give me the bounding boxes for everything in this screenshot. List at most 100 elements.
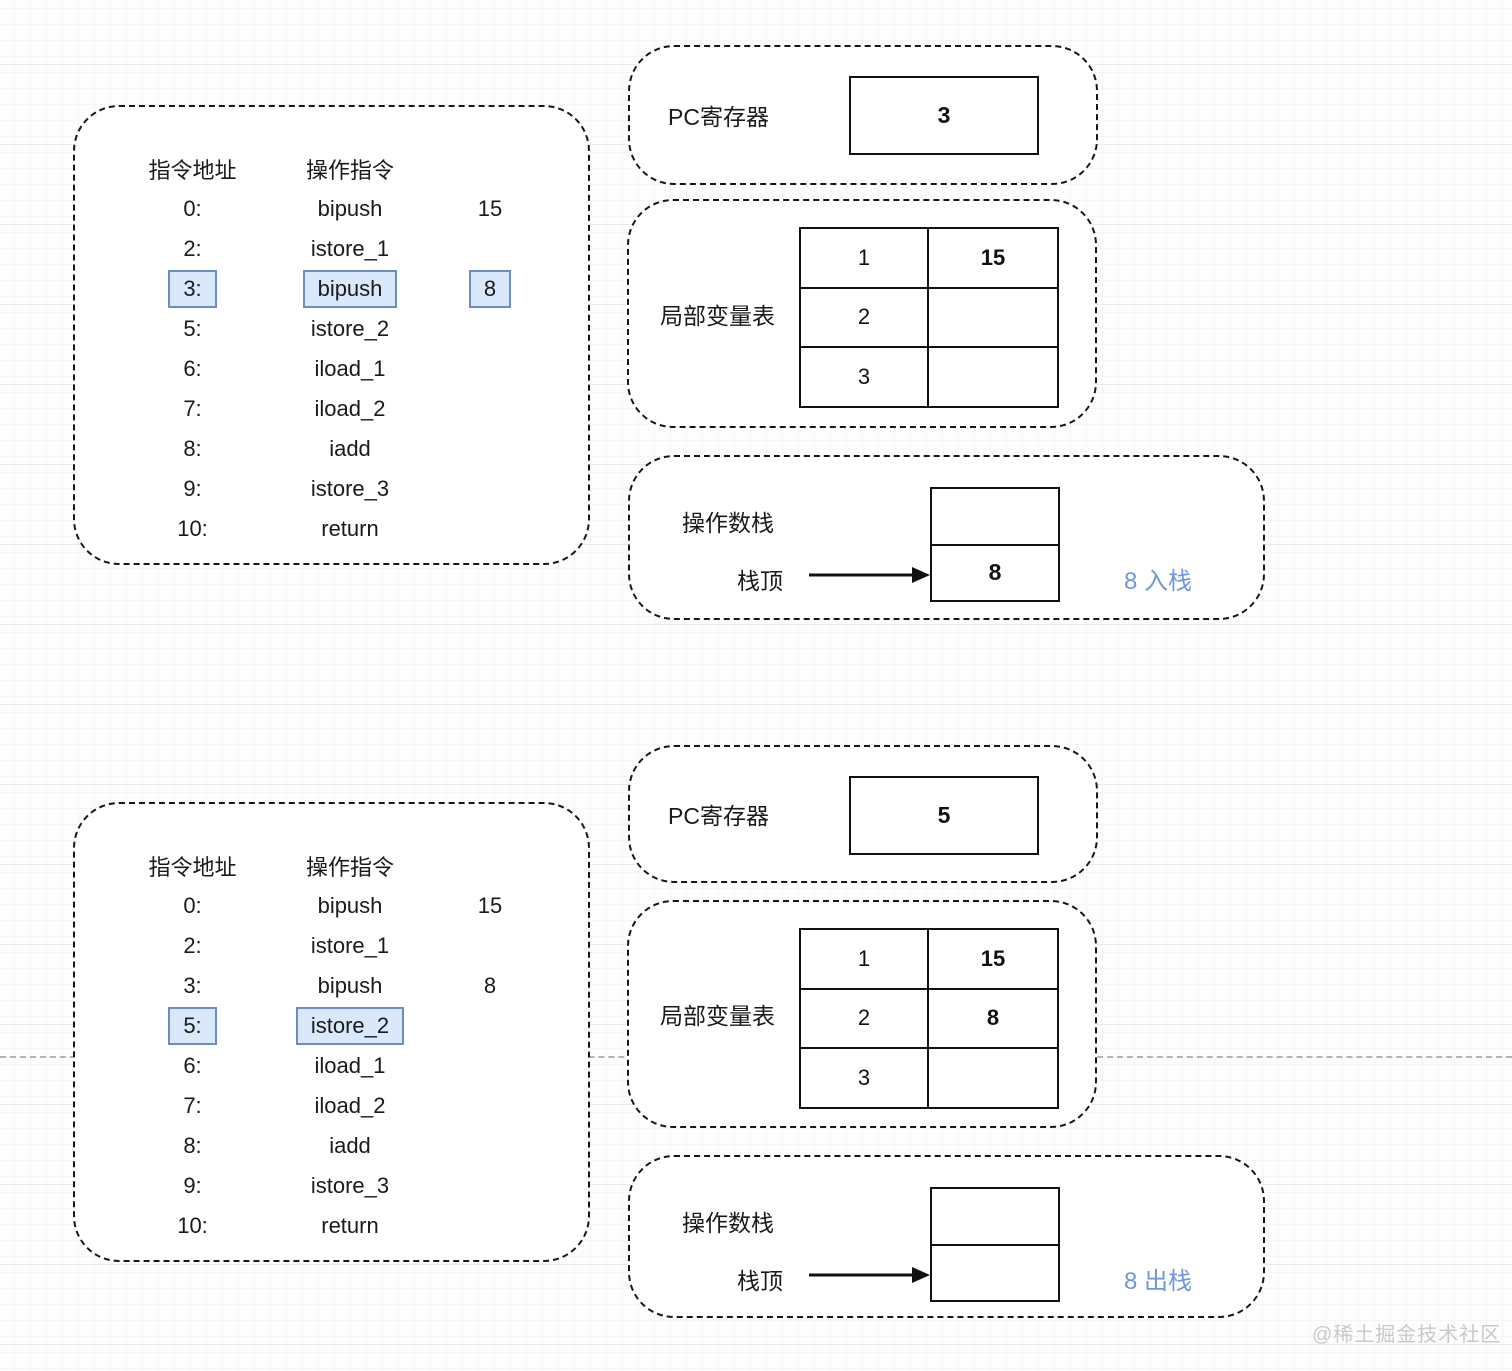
header-instruction-address: 指令地址	[148, 158, 237, 183]
local-variable-panel-step1: 局部变量表 1 15 2 3	[627, 199, 1097, 428]
slot-index: 2	[801, 288, 929, 346]
instruction-address: 10:	[177, 1213, 208, 1238]
instruction-address: 2:	[183, 236, 202, 261]
stack-annotation: 8 出栈	[1124, 1268, 1193, 1295]
slot-value: 15	[980, 244, 1006, 270]
stack-top-label: 栈顶	[737, 568, 783, 594]
instruction-row: 6: iload_1	[75, 349, 588, 389]
local-variable-row: 3	[801, 1049, 1057, 1107]
slot-index: 2	[801, 989, 929, 1047]
instruction-row: 7: iload_2	[75, 389, 588, 429]
local-variable-label: 局部变量表	[660, 302, 775, 329]
instruction-row: 7: iload_2	[75, 1086, 588, 1126]
instruction-row: 10: return	[75, 509, 588, 549]
instruction-row: 9: istore_3	[75, 1166, 588, 1206]
operand-stack-cells: 8	[930, 487, 1060, 602]
slot-index: 3	[801, 1049, 929, 1107]
operand-stack-label: 操作数栈	[682, 510, 774, 536]
local-variable-row: 1 15	[801, 930, 1057, 990]
instruction-address: 9:	[183, 476, 202, 501]
instruction-address: 9:	[183, 1173, 202, 1198]
stack-cell	[932, 489, 1058, 546]
instruction-row: 9: istore_3	[75, 469, 588, 509]
stack-top-label: 栈顶	[737, 1268, 783, 1294]
instruction-address: 6:	[183, 356, 202, 381]
pc-register-panel-step2: PC寄存器 5	[628, 745, 1098, 883]
instruction-op: bipush	[317, 196, 383, 221]
pc-register-value: 3	[849, 76, 1039, 155]
instruction-operand-highlighted: 8	[468, 269, 512, 309]
instruction-address: 0:	[183, 893, 202, 918]
instruction-operand: 15	[477, 196, 503, 221]
header-instruction-address: 指令地址	[148, 855, 237, 880]
instruction-row: 0: bipush 15	[75, 886, 588, 926]
slot-value: 15	[980, 945, 1006, 971]
instruction-op-highlighted: bipush	[302, 269, 398, 309]
instruction-address-highlighted: 5:	[168, 1006, 217, 1046]
instruction-op: istore_2	[310, 316, 390, 341]
instruction-row: 2: istore_1	[75, 229, 588, 269]
instruction-address: 8:	[183, 436, 202, 461]
instruction-address: 7:	[183, 396, 202, 421]
slot-value	[929, 1049, 1057, 1107]
instruction-op: bipush	[317, 973, 383, 998]
instruction-row: 2: istore_1	[75, 926, 588, 966]
stack-top-arrow	[809, 1267, 930, 1283]
pc-register-panel-step1: PC寄存器 3	[628, 45, 1098, 185]
pc-register-value: 5	[849, 776, 1039, 855]
instruction-op: iadd	[329, 436, 371, 461]
instruction-op: iload_2	[314, 1093, 386, 1118]
instruction-op: istore_3	[310, 476, 390, 501]
instruction-op: istore_3	[310, 1173, 390, 1198]
instruction-op: iload_1	[314, 356, 386, 381]
stack-top-arrow	[809, 567, 930, 583]
instruction-address: 7:	[183, 1093, 202, 1118]
stack-annotation: 8 入栈	[1124, 568, 1193, 595]
local-variable-row: 3	[801, 348, 1057, 406]
instruction-op: return	[321, 516, 379, 541]
instruction-row: 5:istore_2	[75, 309, 588, 349]
instruction-operand: 15	[477, 893, 503, 918]
instruction-address-highlighted: 3:	[168, 269, 217, 309]
instruction-address: 6:	[183, 1053, 202, 1078]
stack-cell	[932, 1246, 1058, 1301]
instruction-row-current: 5:istore_2	[75, 1006, 588, 1046]
slot-index: 1	[801, 930, 929, 988]
local-variable-label: 局部变量表	[660, 1003, 775, 1029]
instruction-row-current: 3: bipush 8	[75, 269, 588, 309]
local-variable-row: 2	[801, 288, 1057, 348]
instruction-op: istore_1	[310, 236, 390, 261]
operand-stack-label: 操作数栈	[682, 1210, 774, 1236]
operand-stack-cells	[930, 1187, 1060, 1302]
header-operation-instruction: 操作指令	[305, 158, 394, 183]
pc-register-label: PC寄存器	[668, 104, 769, 130]
slot-value	[929, 348, 1057, 406]
instruction-address: 10:	[177, 516, 208, 541]
stack-cell	[932, 1189, 1058, 1246]
slot-index: 3	[801, 348, 929, 406]
instruction-op: bipush	[317, 893, 383, 918]
instruction-address: 2:	[183, 933, 202, 958]
stack-cell: 8	[988, 559, 1002, 586]
instruction-list-header: 指令地址 操作指令	[75, 149, 588, 189]
operand-stack-panel-step2: 操作数栈 栈顶 8 出栈	[628, 1155, 1265, 1318]
instruction-row: 6: iload_1	[75, 1046, 588, 1086]
instruction-op: istore_1	[310, 933, 390, 958]
instruction-row: 8: iadd	[75, 429, 588, 469]
instruction-list-header: 指令地址 操作指令	[75, 846, 588, 886]
slot-index: 1	[801, 229, 929, 287]
instruction-op: iload_1	[314, 1053, 386, 1078]
slot-value	[929, 289, 1057, 347]
instruction-operand: 8	[483, 973, 497, 998]
instruction-op: iload_2	[314, 396, 386, 421]
instruction-row: 10:return	[75, 1206, 588, 1246]
instruction-address: 8:	[183, 1133, 202, 1158]
